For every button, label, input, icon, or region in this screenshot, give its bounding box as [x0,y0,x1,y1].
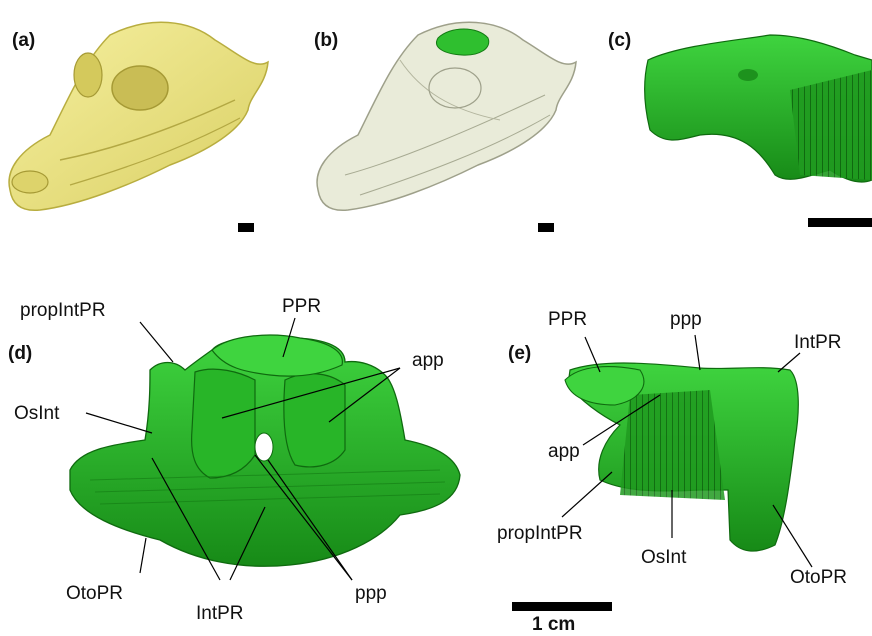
panel-label-c: (c) [608,30,632,51]
scale-label: 1 cm [532,614,576,635]
pneumatic-model-e [564,362,799,552]
label-d-PPR: PPR [282,296,322,317]
panel-label-e: (e) [508,343,532,364]
label-d-IntPR: IntPR [196,603,244,624]
label-e-propIntPR: propIntPR [497,523,583,544]
scale-bar-c [808,218,872,227]
pneumatic-model-c [644,34,872,183]
panel-label-b: (b) [314,30,339,51]
label-e-OsInt: OsInt [641,547,687,568]
scale-bar-e [512,602,612,611]
label-e-IntPR: IntPR [794,332,842,353]
panel-label-a: (a) [12,30,36,51]
leader-lines-d [85,317,401,581]
label-d-app: app [412,350,444,371]
panel-label-d: (d) [8,343,33,364]
label-d-ppp: ppp [355,583,387,604]
label-e-OtoPR: OtoPR [790,567,848,588]
scale-bar-b [538,223,554,232]
skull-model-b [316,21,577,211]
leader-lines-e [561,334,813,568]
pneumatic-model-d [69,334,461,567]
label-d-OtoPR: OtoPR [66,583,124,604]
label-d-propIntPR: propIntPR [20,300,106,321]
skull-model-a [8,21,269,211]
label-e-app: app [548,441,580,462]
label-e-ppp: ppp [670,309,702,330]
label-d-OsInt: OsInt [14,403,60,424]
label-e-PPR: PPR [548,309,588,330]
scale-bar-a [238,223,254,232]
